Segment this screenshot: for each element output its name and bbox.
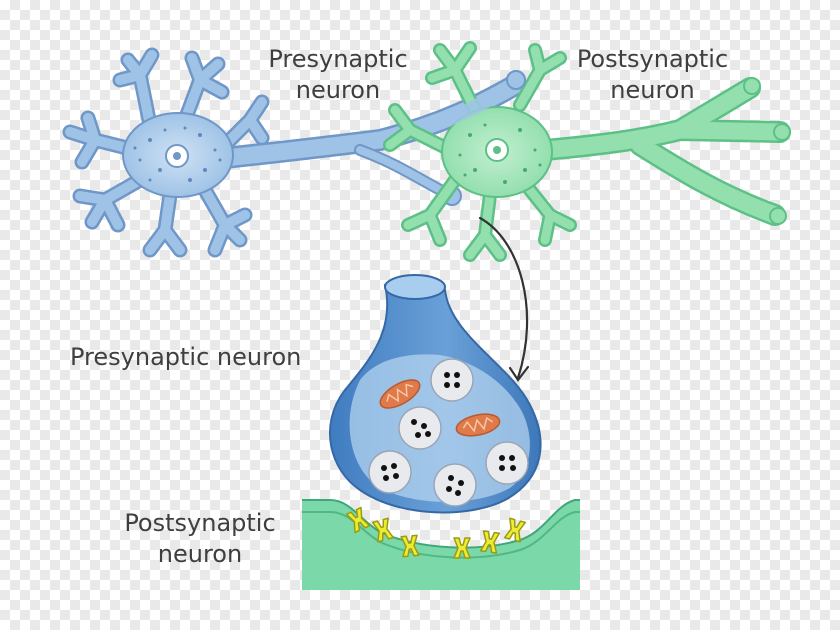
synaptic-vesicle: [368, 450, 412, 494]
postsynaptic-axon: [534, 77, 791, 226]
receptor: [400, 534, 420, 558]
terminal-opening: [384, 274, 446, 300]
synaptic-vesicle: [485, 441, 529, 485]
label-line: Postsynaptic: [576, 45, 729, 73]
mitochondrion: [379, 379, 421, 409]
label-postsynaptic-neuron-top: Postsynaptic neuron: [555, 44, 750, 106]
label-line: neuron: [157, 540, 243, 568]
label-presynaptic-neuron-top: Presynaptic neuron: [248, 44, 428, 106]
presynaptic-nucleolus: [173, 152, 181, 160]
synaptic-vesicle: [398, 406, 442, 450]
receptor: [503, 517, 527, 543]
receptor: [371, 517, 395, 543]
receptor: [453, 537, 471, 559]
postsynaptic-dendrites-fill: [385, 43, 575, 260]
postsynaptic-granules: [458, 123, 542, 184]
postsynaptic-membrane: [302, 499, 580, 590]
label-line: neuron: [610, 76, 695, 104]
postsynaptic-neuron: [383, 41, 791, 262]
zoom-arrow: [478, 216, 530, 382]
postsynaptic-nucleolus: [493, 146, 501, 154]
axon-terminal: [329, 274, 542, 514]
presynaptic-dendrites-fill: [65, 50, 267, 255]
label-line: Presynaptic: [268, 45, 408, 73]
label-postsynaptic-membrane: Postsynaptic neuron: [105, 508, 295, 570]
synaptic-vesicle: [433, 463, 477, 507]
label-line: Postsynaptic: [124, 509, 276, 537]
postsynaptic-terminal-3: [769, 207, 787, 225]
presynaptic-granules: [133, 126, 222, 182]
receptors: [345, 506, 527, 559]
synaptic-vesicle: [430, 358, 474, 402]
receptor: [345, 506, 371, 534]
mitochondrion: [455, 413, 501, 437]
receptor: [479, 530, 501, 554]
label-line: Presynaptic neuron: [70, 343, 302, 371]
label-presynaptic-terminal: Presynaptic neuron: [70, 342, 301, 373]
label-line: neuron: [295, 76, 381, 104]
postsynaptic-terminal-2: [773, 123, 791, 141]
synaptic-vesicles: [368, 358, 529, 507]
postsynaptic-terminal-1: [743, 77, 761, 95]
